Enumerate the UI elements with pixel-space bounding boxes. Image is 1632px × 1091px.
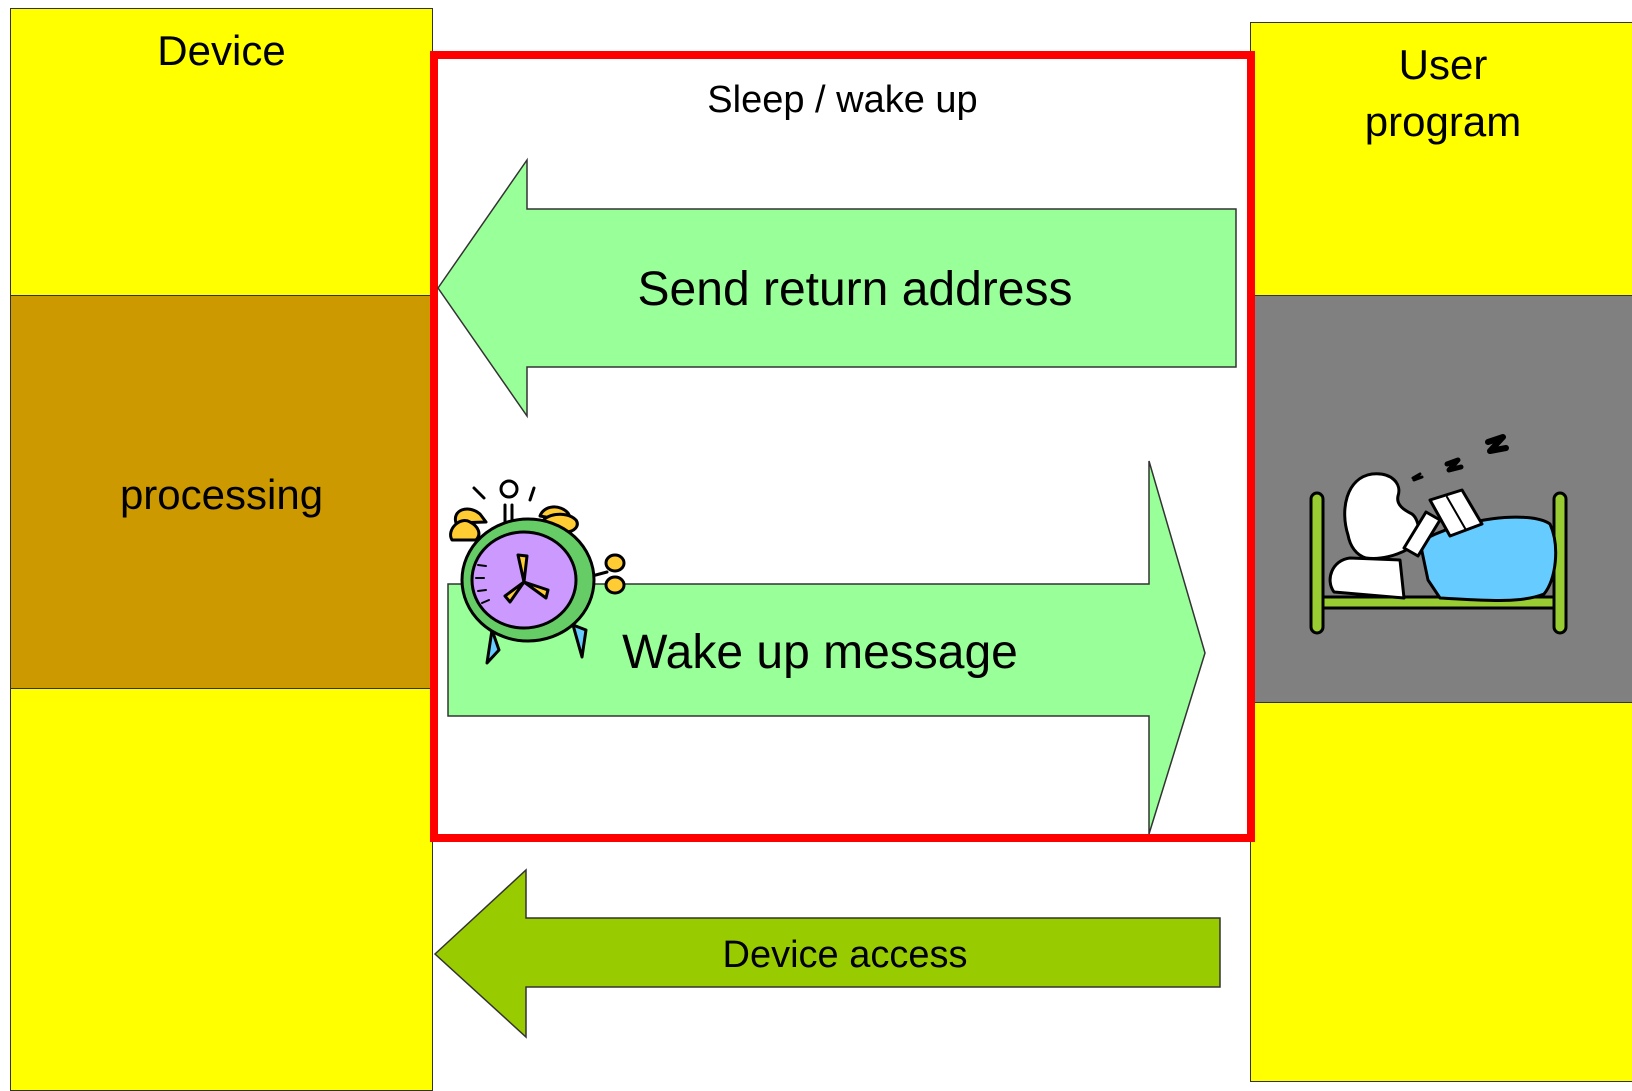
processing-label: processing bbox=[119, 471, 324, 518]
device-title: Device bbox=[157, 27, 286, 74]
wake-up-label: Wake up message bbox=[622, 626, 1018, 679]
wake-up-arrow bbox=[447, 460, 1206, 835]
user-title-line1: User bbox=[1398, 41, 1488, 88]
sleeping-person-icon bbox=[1309, 434, 1568, 635]
send-return-label: Send return address bbox=[637, 263, 1073, 316]
sleep-wake-frame bbox=[430, 51, 1255, 842]
processing-box bbox=[10, 295, 433, 689]
device-access-arrow bbox=[433, 868, 1221, 1039]
device-access-label: Device access bbox=[722, 934, 968, 976]
user-title-line2: program bbox=[1364, 98, 1522, 145]
alarm-clock-icon bbox=[449, 479, 626, 665]
send-return-arrow bbox=[437, 157, 1237, 419]
frame-title: Sleep / wake up bbox=[707, 79, 978, 121]
